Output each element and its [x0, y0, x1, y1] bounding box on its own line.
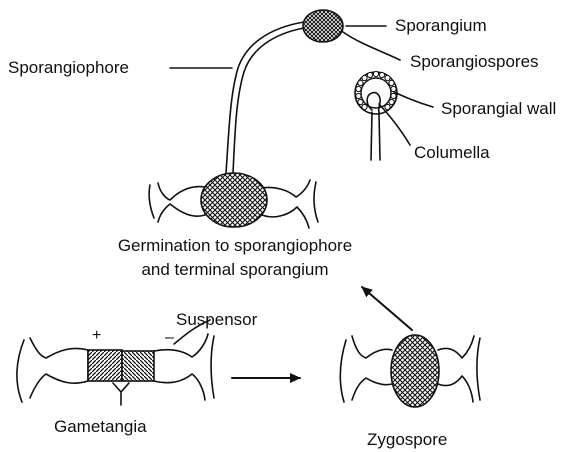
top-leader-lines	[170, 26, 433, 145]
label-columella: Columella	[414, 143, 490, 162]
germinating-zygospore-figure	[149, 10, 343, 228]
label-germination-line2: and terminal sporangium	[141, 260, 328, 279]
plus-gametangium	[88, 350, 122, 381]
right-suspensor	[262, 180, 310, 228]
germinating-zygospore	[201, 173, 267, 227]
label-zygospore: Zygospore	[367, 430, 447, 449]
minus-gametangium	[122, 351, 154, 381]
zygospore-figure	[340, 335, 480, 407]
sporangium-section-figure	[355, 71, 397, 160]
label-gametangia: Gametangia	[54, 417, 147, 436]
label-germination-line1: Germination to sporangiophore	[118, 236, 352, 255]
label-minus: –	[165, 329, 174, 346]
sporangium	[303, 10, 343, 42]
zygospore	[391, 335, 439, 407]
label-suspensor: Suspensor	[176, 310, 258, 329]
label-sporangial-wall: Sporangial wall	[441, 99, 556, 118]
left-suspensor	[158, 183, 205, 222]
label-sporangiospores: Sporangiospores	[410, 52, 539, 71]
arrow-zygospore-to-germination	[362, 287, 412, 330]
gametangia-figure	[17, 334, 214, 405]
label-sporangium: Sporangium	[395, 16, 487, 35]
label-sporangiophore: Sporangiophore	[8, 58, 129, 77]
label-plus: +	[92, 327, 101, 344]
